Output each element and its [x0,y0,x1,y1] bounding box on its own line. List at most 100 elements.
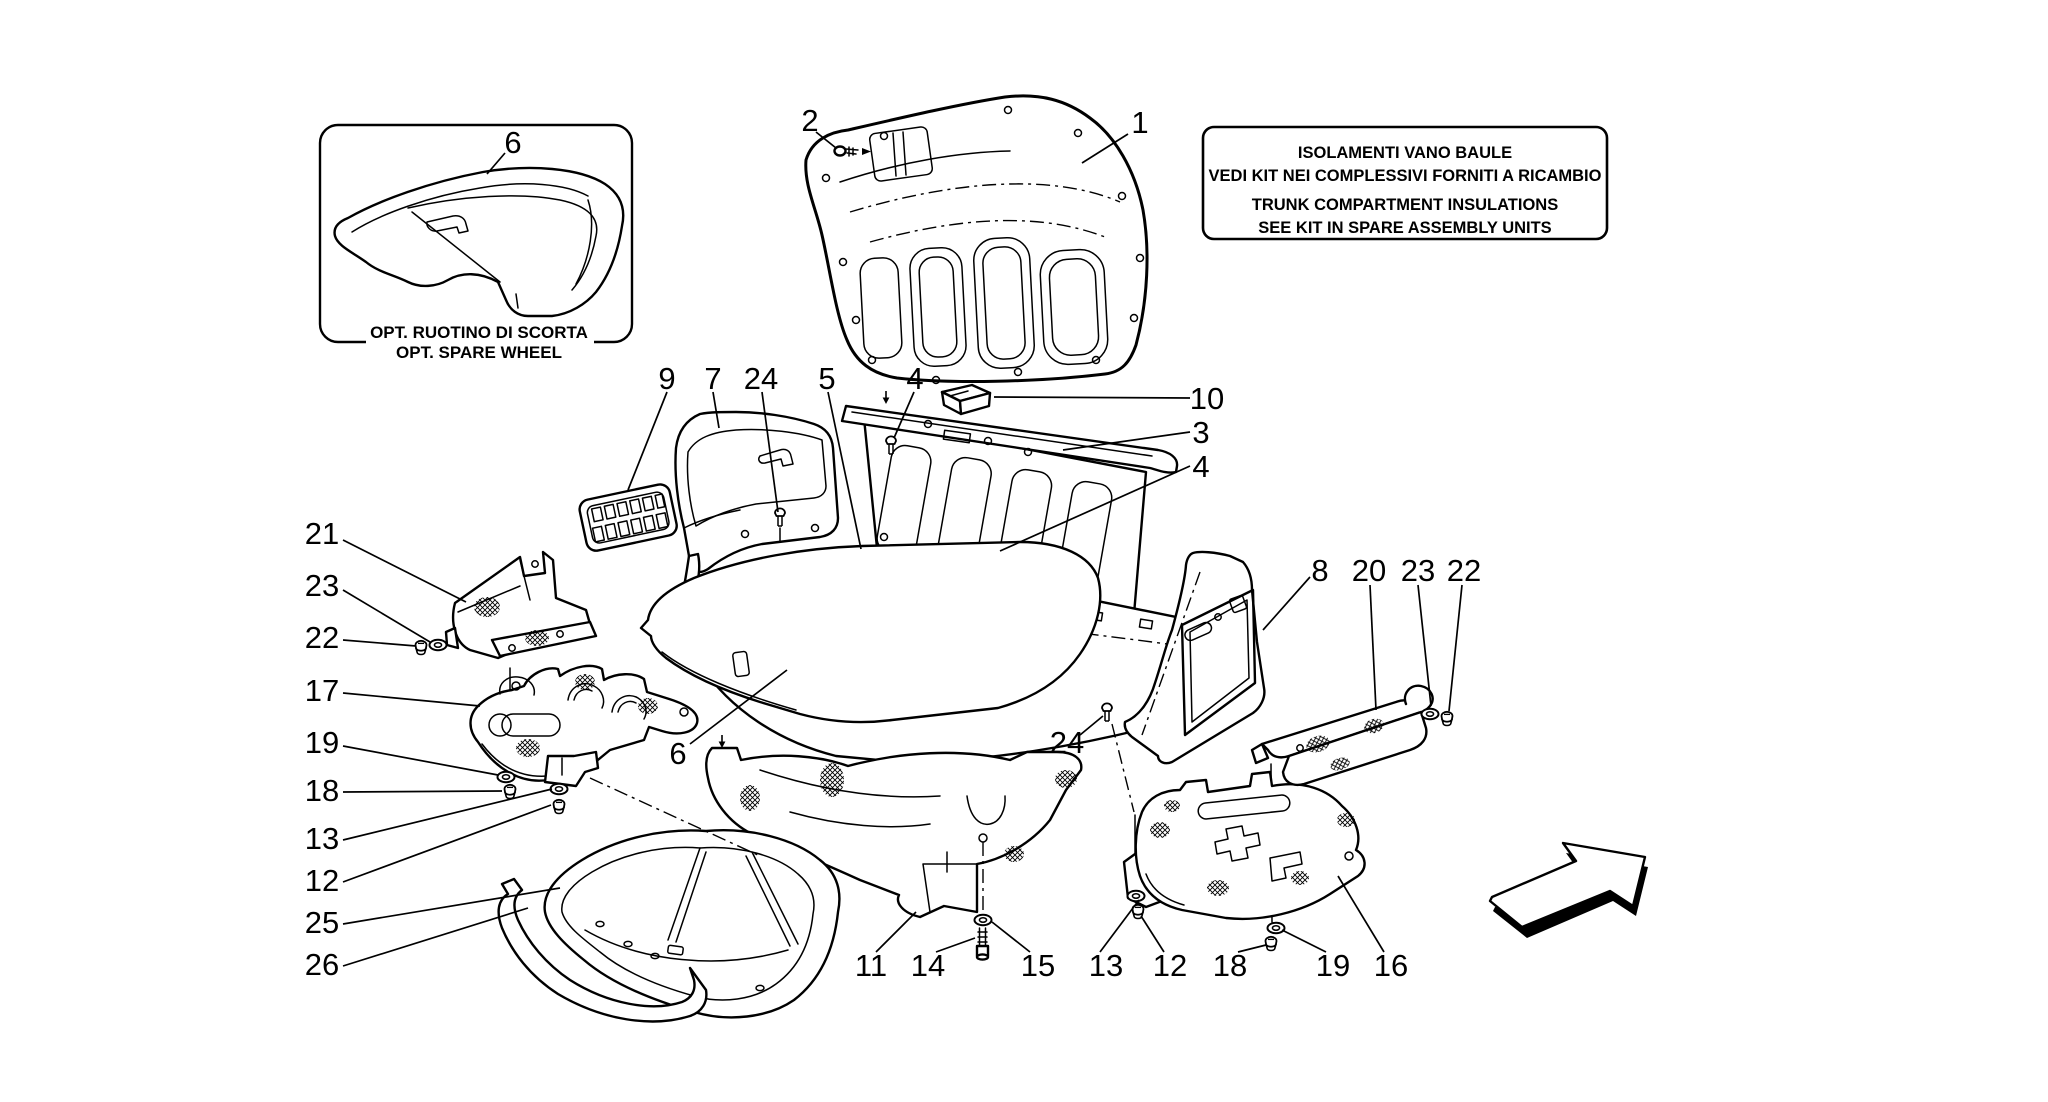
leader-24-right [1079,715,1104,736]
callout-labels: 6 2 1 9 7 24 5 4 10 3 4 8 20 23 22 21 23… [305,103,1481,983]
leader-12-left [342,804,552,883]
spare-wheel-shelf-drawing [333,166,625,318]
leader-18-left [342,790,503,793]
callout-22-left: 22 [305,620,339,655]
leader-23-right [1417,584,1432,707]
leader-9 [627,391,668,491]
callout-14: 14 [911,948,945,983]
callout-18-bottom: 18 [1213,948,1247,983]
washer-19-bottom [1266,921,1286,935]
leader-15 [991,921,1031,953]
callout-25: 25 [305,905,339,940]
washer-15 [973,913,993,927]
leader-10 [993,396,1191,399]
leader-19-bottom [1281,929,1327,953]
callout-4-top: 4 [906,361,923,396]
leader-26 [342,907,529,967]
callout-13-bottom: 13 [1089,948,1123,983]
leader-22-right [1448,584,1463,712]
callout-7: 7 [704,361,721,396]
callout-16: 16 [1374,948,1408,983]
callout-6-inset: 6 [504,125,521,160]
caption-backing [366,320,594,364]
screw-18-bottom [1264,935,1278,952]
screw-22-left [414,639,428,656]
handle-icon [758,448,794,467]
callout-13-left: 13 [305,821,339,856]
trunk-lid-insulation [804,94,1149,385]
leader-25 [342,887,561,925]
callout-12-bottom: 12 [1153,948,1187,983]
callout-19-left: 19 [305,725,339,760]
stud-pin-icon [717,734,727,749]
washer-23-right [1420,707,1440,721]
heat-shield-panel [705,734,1083,919]
right-trim-panel [1101,550,1266,813]
screw-22-right [1440,710,1454,727]
mounting-plate-16 [1134,763,1366,952]
leader-5 [827,391,862,550]
callout-6-center: 6 [669,736,686,771]
leader-19-left [342,745,499,776]
trunk-liner-tub [543,829,841,1019]
callout-11: 11 [855,948,887,983]
callout-4-right: 4 [1192,449,1209,484]
leader-12-bottom [1140,915,1165,953]
callout-12-left: 12 [305,863,339,898]
note-box-border [1201,125,1609,241]
callout-8: 8 [1311,553,1328,588]
callout-23-left: 23 [305,568,339,603]
callout-19-bottom: 19 [1316,948,1350,983]
callout-18-left: 18 [305,773,339,808]
callout-9: 9 [658,361,675,396]
note-line-1: ISOLAMENTI VANO BAULE [1298,144,1512,162]
callout-22-right: 22 [1447,553,1481,588]
leader-6-center [689,669,788,745]
leader-23-left [342,589,431,643]
callout-20: 20 [1352,553,1386,588]
leader-3 [1062,431,1191,451]
callout-21: 21 [305,516,339,551]
direction-arrow-icon [1488,841,1648,938]
leader-16 [1337,875,1385,953]
part-10-block [940,383,992,416]
washer-13-bottom [1126,889,1146,903]
leader-2 [815,131,837,149]
washer-19-left [496,770,516,784]
leader-4-top [893,391,915,439]
callout-26: 26 [305,947,339,982]
support-bracket-20 [1250,684,1454,786]
spare-wheel-inset-box: OPT. RUOTINO DI SCORTA OPT. SPARE WHEEL [318,123,634,364]
callout-5: 5 [818,361,835,396]
callout-23-right: 23 [1401,553,1435,588]
leader-4-right [999,465,1191,552]
bracket-17 [469,664,761,857]
note-line-4: SEE KIT IN SPARE ASSEMBLY UNITS [1258,219,1551,237]
bolt-14-washer-15 [973,913,993,961]
callout-3: 3 [1192,415,1209,450]
vent-grille [578,483,678,552]
screw-18-left [503,783,517,800]
washer-13-left [549,782,569,796]
note-line-3: TRUNK COMPARTMENT INSULATIONS [1252,196,1558,214]
leader-inset-6 [486,152,506,175]
leader-lines [342,131,1463,967]
note-box: ISOLAMENTI VANO BAULE VEDI KIT NEI COMPL… [1201,125,1609,241]
callout-2: 2 [801,103,818,138]
callout-1: 1 [1131,105,1148,140]
arrow-face [1488,841,1647,929]
locating-pin-icon [881,390,891,405]
leader-13-bottom [1099,899,1140,953]
leader-11 [875,911,917,953]
inset-caption-english: OPT. SPARE WHEEL [396,343,562,362]
callout-17: 17 [305,673,339,708]
leader-22-left [342,639,417,647]
bracket-21 [414,550,598,694]
callout-15: 15 [1021,948,1055,983]
washer-23-left [428,638,448,652]
leader-17 [342,692,481,707]
leader-21 [342,539,467,603]
leader-7 [712,391,720,429]
